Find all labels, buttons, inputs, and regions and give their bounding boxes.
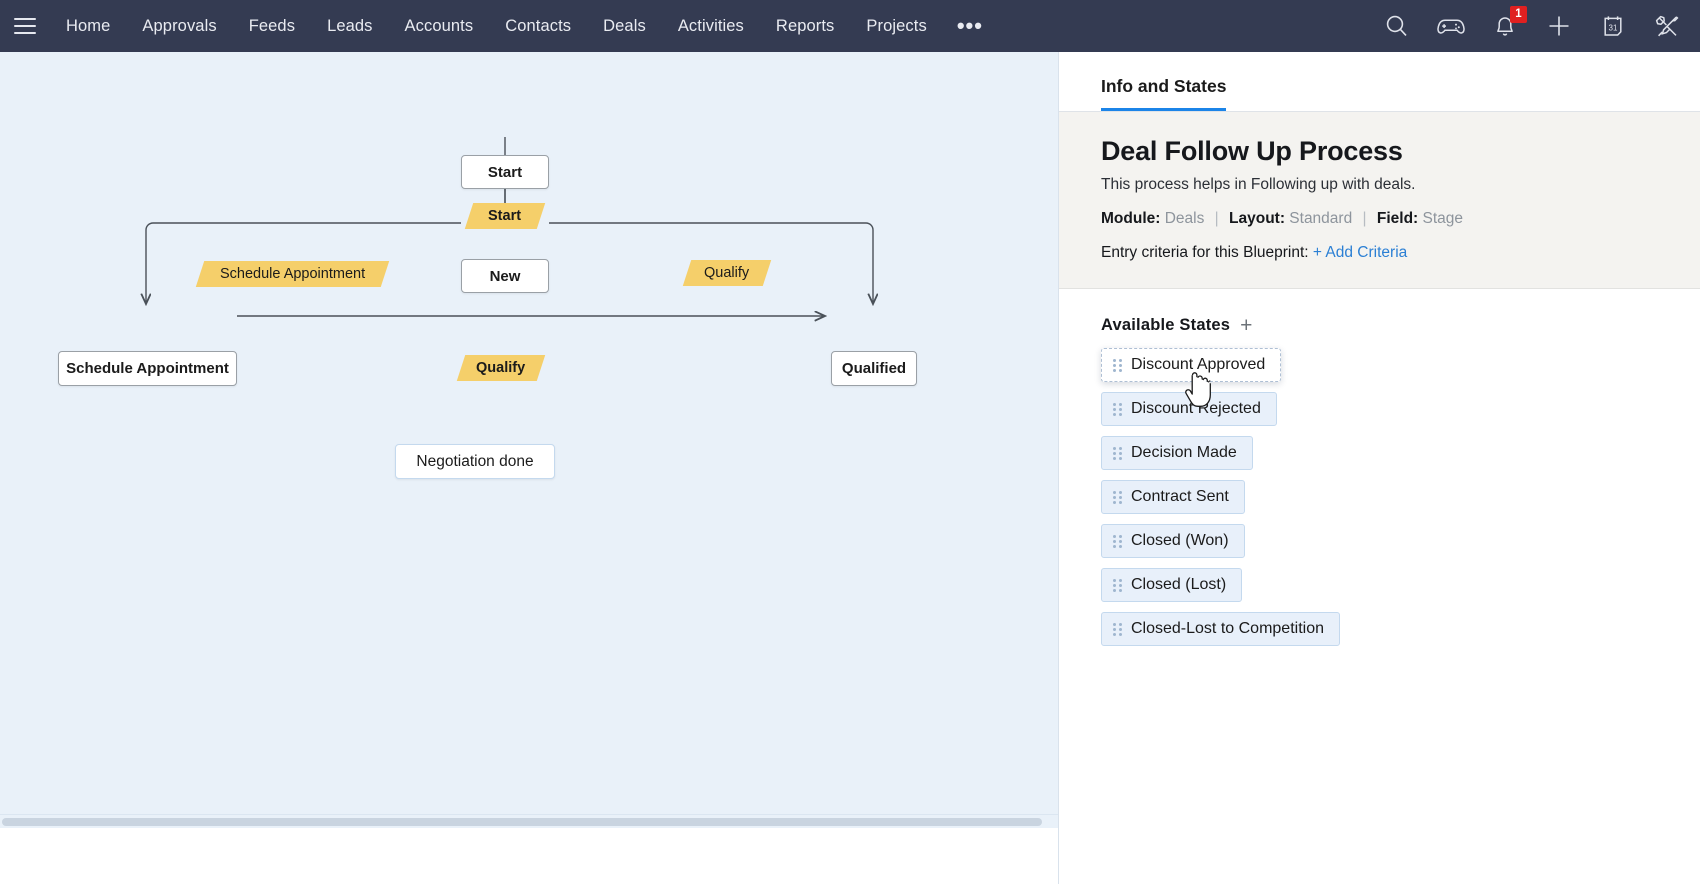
panel-tab-bar: Info and States bbox=[1059, 52, 1700, 112]
drag-handle-icon[interactable] bbox=[1113, 446, 1122, 460]
nav-right-icons: 1 31 bbox=[1382, 6, 1700, 41]
process-title: Deal Follow Up Process bbox=[1101, 136, 1403, 166]
transition-schedule-appointment[interactable]: Schedule Appointment bbox=[195, 261, 390, 287]
process-info-section: Deal Follow Up Process This process help… bbox=[1059, 112, 1700, 289]
hamburger-menu-icon[interactable] bbox=[14, 18, 36, 34]
transition-qualify-middle[interactable]: Qualify bbox=[456, 355, 546, 381]
state-chip-list: Discount Approved Discount Rejected Deci… bbox=[1101, 348, 1658, 646]
meta-separator: | bbox=[1362, 210, 1367, 227]
state-chip-discount-rejected[interactable]: Discount Rejected bbox=[1101, 392, 1277, 426]
module-key: Module: bbox=[1101, 210, 1161, 227]
drag-handle-icon[interactable] bbox=[1113, 534, 1122, 548]
tools-icon[interactable] bbox=[1652, 11, 1682, 41]
gamepad-icon[interactable] bbox=[1436, 11, 1466, 41]
state-node-qualified[interactable]: Qualified bbox=[831, 351, 917, 386]
drag-handle-icon[interactable] bbox=[1113, 358, 1122, 372]
state-node-label: Schedule Appointment bbox=[66, 360, 229, 377]
notification-badge: 1 bbox=[1510, 6, 1527, 23]
state-node-negotiation-done[interactable]: Negotiation done bbox=[395, 444, 555, 479]
state-chip-closed-lost[interactable]: Closed (Lost) bbox=[1101, 568, 1243, 602]
drag-handle-icon[interactable] bbox=[1113, 578, 1122, 592]
svg-text:31: 31 bbox=[1609, 23, 1618, 32]
drag-handle-icon[interactable] bbox=[1113, 490, 1122, 504]
nav-items: Home Approvals Feeds Leads Accounts Cont… bbox=[50, 0, 997, 52]
state-chip-closed-lost-to-competition[interactable]: Closed-Lost to Competition bbox=[1101, 612, 1340, 646]
state-chip-label: Closed-Lost to Competition bbox=[1131, 620, 1324, 637]
state-chip-discount-approved[interactable]: Discount Approved bbox=[1101, 348, 1282, 382]
state-node-new[interactable]: New bbox=[461, 259, 549, 293]
transition-label: Qualify bbox=[476, 360, 526, 376]
hamburger-line bbox=[14, 25, 36, 27]
layout-key: Layout: bbox=[1229, 210, 1285, 227]
top-navigation-bar: Home Approvals Feeds Leads Accounts Cont… bbox=[0, 0, 1700, 52]
available-states-header: Available States + bbox=[1101, 315, 1658, 336]
process-meta: Module: Deals | Layout: Standard | Field… bbox=[1101, 210, 1658, 228]
horizontal-scrollbar-thumb[interactable] bbox=[2, 818, 1042, 826]
add-state-plus-icon[interactable]: + bbox=[1240, 314, 1253, 337]
state-node-label: Qualified bbox=[841, 360, 907, 377]
hamburger-line bbox=[14, 32, 36, 34]
state-node-schedule-appointment[interactable]: Schedule Appointment bbox=[58, 351, 237, 386]
add-criteria-link[interactable]: + Add Criteria bbox=[1312, 244, 1408, 261]
transition-label: Start bbox=[488, 208, 522, 224]
state-node-label: New bbox=[489, 267, 521, 285]
search-icon[interactable] bbox=[1382, 11, 1412, 41]
nav-more-menu[interactable]: ••• bbox=[956, 13, 983, 38]
nav-item-activities[interactable]: Activities bbox=[677, 17, 744, 35]
nav-item-feeds[interactable]: Feeds bbox=[248, 17, 296, 35]
state-chip-closed-won[interactable]: Closed (Won) bbox=[1101, 524, 1245, 558]
drag-handle-icon[interactable] bbox=[1113, 402, 1122, 416]
nav-item-reports[interactable]: Reports bbox=[775, 17, 835, 35]
nav-item-contacts[interactable]: Contacts bbox=[505, 17, 572, 35]
flow-connectors bbox=[0, 137, 1058, 814]
state-chip-label: Discount Rejected bbox=[1131, 400, 1261, 417]
module-value: Deals bbox=[1164, 210, 1205, 227]
state-node-start[interactable]: Start bbox=[461, 155, 549, 189]
state-chip-contract-sent[interactable]: Contract Sent bbox=[1101, 480, 1245, 514]
state-node-label: Negotiation done bbox=[416, 452, 534, 470]
state-chip-label: Contract Sent bbox=[1131, 488, 1229, 505]
hamburger-line bbox=[14, 18, 36, 20]
plus-icon[interactable] bbox=[1544, 11, 1574, 41]
state-chip-decision-made[interactable]: Decision Made bbox=[1101, 436, 1253, 470]
entry-criteria-row: Entry criteria for this Blueprint: + Add… bbox=[1101, 244, 1658, 262]
field-value: Stage bbox=[1422, 210, 1464, 227]
state-chip-label: Discount Approved bbox=[1131, 356, 1266, 373]
entry-criteria-label: Entry criteria for this Blueprint: bbox=[1101, 244, 1309, 261]
layout-value: Standard bbox=[1289, 210, 1353, 227]
nav-item-deals[interactable]: Deals bbox=[603, 17, 646, 35]
state-chip-label: Closed (Won) bbox=[1131, 532, 1229, 549]
info-and-states-panel: Info and States Deal Follow Up Process T… bbox=[1058, 52, 1700, 884]
nav-item-approvals[interactable]: Approvals bbox=[142, 17, 217, 35]
transition-label: Schedule Appointment bbox=[219, 266, 366, 282]
nav-item-leads[interactable]: Leads bbox=[327, 17, 373, 35]
available-states-title: Available States bbox=[1101, 316, 1231, 334]
drag-handle-icon[interactable] bbox=[1113, 622, 1122, 636]
horizontal-scrollbar[interactable] bbox=[0, 814, 1058, 828]
nav-item-home[interactable]: Home bbox=[66, 17, 111, 35]
field-key: Field: bbox=[1376, 210, 1419, 227]
transition-start[interactable]: Start bbox=[464, 203, 546, 229]
transition-qualify-top[interactable]: Qualify bbox=[682, 260, 772, 286]
bell-icon[interactable]: 1 bbox=[1490, 6, 1527, 41]
process-description: This process helps in Following up with … bbox=[1101, 176, 1416, 193]
tab-info-and-states[interactable]: Info and States bbox=[1101, 76, 1227, 111]
state-chip-label: Closed (Lost) bbox=[1131, 576, 1227, 593]
nav-item-projects[interactable]: Projects bbox=[866, 17, 927, 35]
calendar-icon[interactable]: 31 bbox=[1598, 11, 1628, 41]
nav-item-accounts[interactable]: Accounts bbox=[404, 17, 474, 35]
available-states-section: Available States + Discount Approved Dis… bbox=[1059, 289, 1700, 646]
state-node-label: Start bbox=[487, 163, 523, 181]
meta-separator: | bbox=[1214, 210, 1219, 227]
state-chip-label: Decision Made bbox=[1131, 444, 1237, 461]
blueprint-canvas[interactable]: Start New Schedule Appointment Qualified… bbox=[0, 52, 1058, 814]
transition-label: Qualify bbox=[704, 265, 750, 281]
